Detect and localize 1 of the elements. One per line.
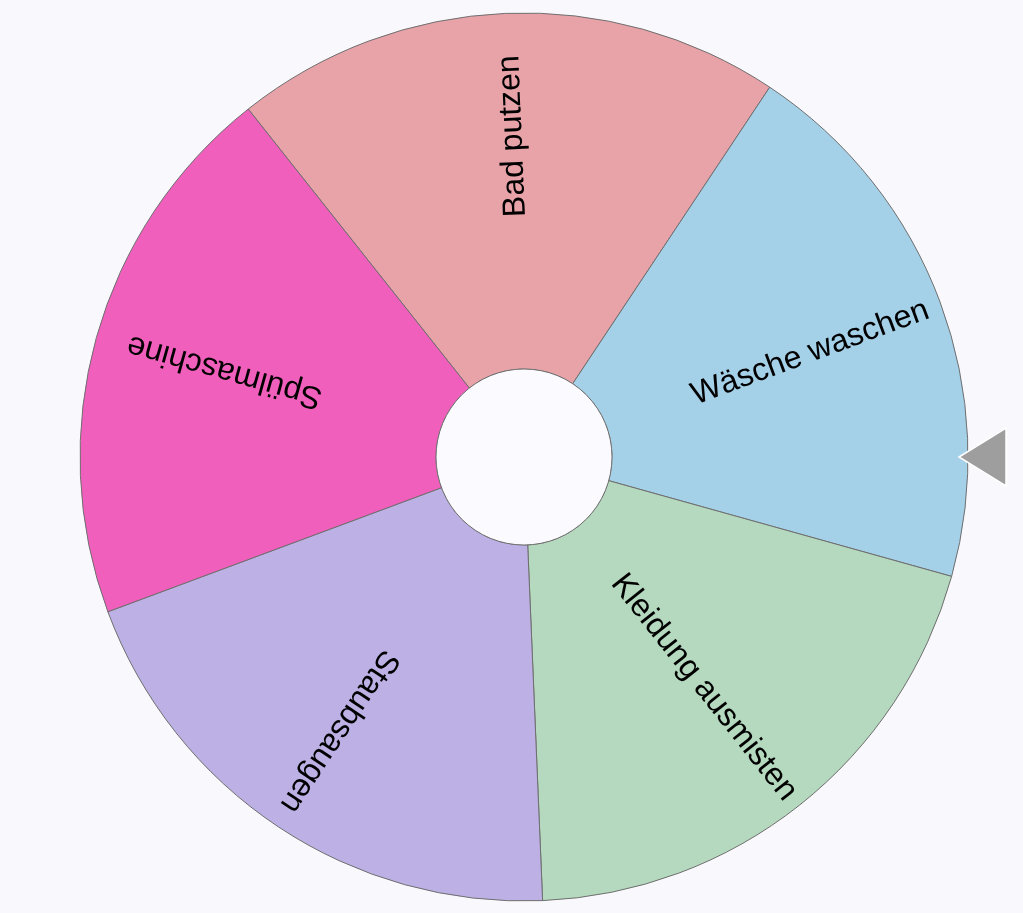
segment-label: Bad putzen: [489, 54, 532, 218]
